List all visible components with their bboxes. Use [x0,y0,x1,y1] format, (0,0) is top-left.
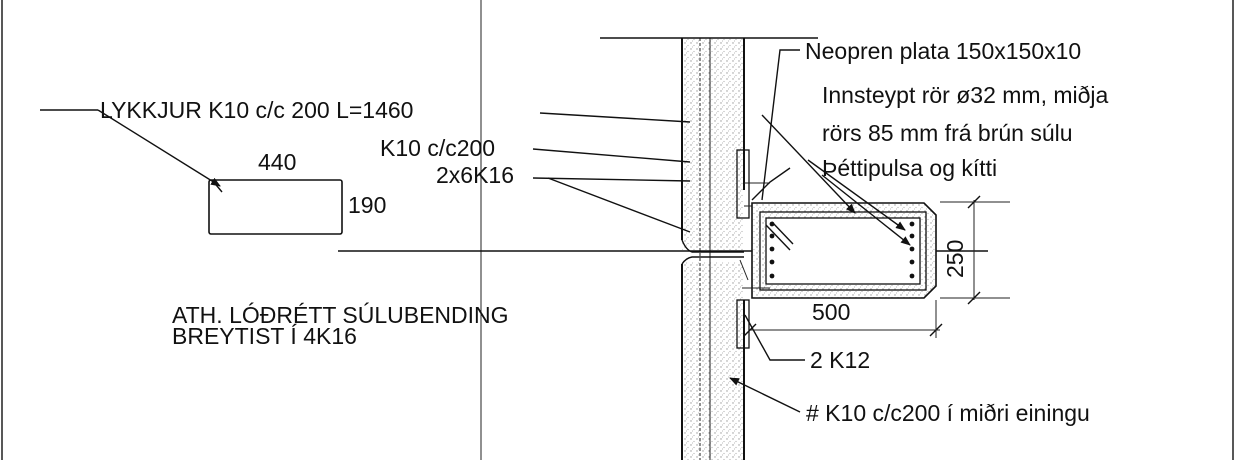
label-neopren: Neopren plata 150x150x10 [805,38,1081,64]
dimension-lines [743,195,1010,338]
label-2x6k16: 2x6K16 [436,162,514,188]
label-dim-250: 250 [942,240,968,278]
label-dim-500: 500 [812,299,850,325]
label-ath-line2: BREYTIST Í 4K16 [172,323,357,349]
label-k10-cc200: K10 c/c200 [380,135,495,161]
leader-lines [40,49,911,413]
label-dim-440: 440 [258,149,296,175]
beam-section [739,202,937,299]
label-2-k12: 2 K12 [810,347,870,373]
label-innsteypt-line2: rörs 85 mm frá brún súlu [822,120,1073,146]
label-dim-190: 190 [348,192,386,218]
label-ath-line1: ATH. LÓÐRÉTT SÚLUBENDING [172,302,509,328]
label-lykkjur: LYKKJUR K10 c/c 200 L=1460 [100,97,413,123]
annotations: LYKKJUR K10 c/c 200 L=1460 440 190 K10 c… [100,38,1109,426]
label-hash-k10: # K10 c/c200 í miðri einingu [806,400,1090,426]
stirrup-sketch [208,179,343,235]
label-innsteypt-line1: Innsteypt rör ø32 mm, miðja [822,82,1109,108]
concrete-column [600,37,818,460]
label-thettipulsa: Þéttipulsa og kítti [822,155,997,181]
rebar-dots [769,221,915,279]
